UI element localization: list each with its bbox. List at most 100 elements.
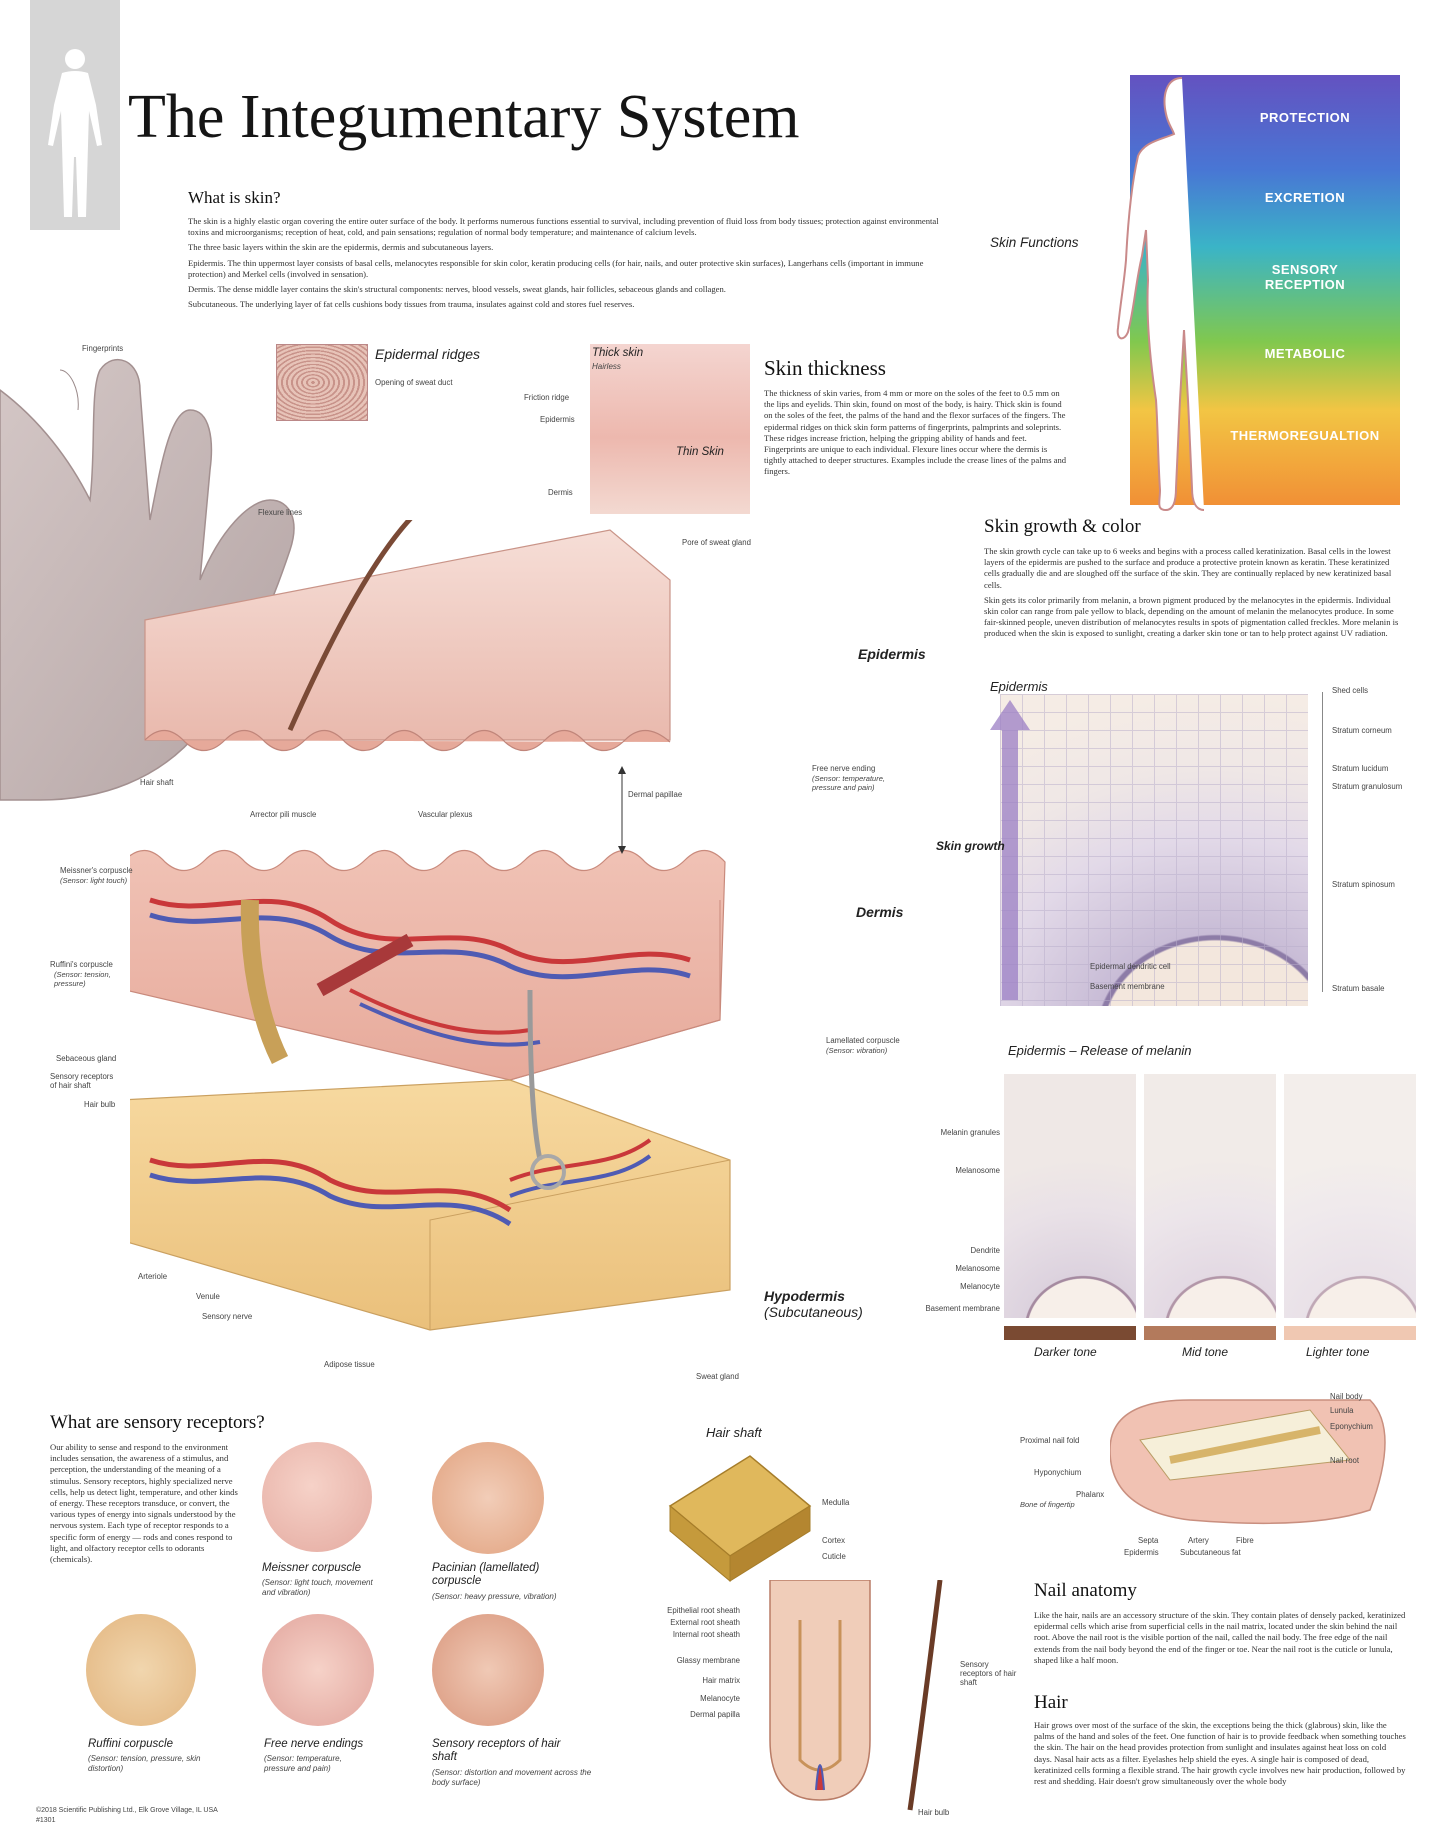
label-basement-membrane-detail: Basement membrane <box>1090 982 1165 991</box>
label-thickness-epidermis: Epidermis <box>540 415 575 424</box>
label-cuticle: Cuticle <box>822 1552 846 1561</box>
nail-right-labels: Nail body Lunula Eponychium Nail root <box>1330 1392 1420 1472</box>
label-ruffini: Ruffini's corpuscle <box>50 960 113 969</box>
footer-copyright: ©2018 Scientific Publishing Ltd., Elk Gr… <box>36 1807 218 1814</box>
melanin-panel-light <box>1284 1074 1416 1318</box>
melanin-panel-mid <box>1144 1074 1276 1318</box>
human-figure-icon <box>48 49 102 217</box>
label-venule: Venule <box>196 1292 220 1301</box>
nail-label-fibre: Fibre <box>1236 1536 1254 1545</box>
nail-anatomy-text: Like the hair, nails are an accessory st… <box>1034 1610 1406 1665</box>
label-dermis-main: Dermis <box>856 904 904 920</box>
what-is-skin-p3: Epidermis. The thin uppermost layer cons… <box>188 257 924 279</box>
hair-text: Hair grows over most of the surface of t… <box>1034 1720 1406 1787</box>
receptor-name-meissner: Meissner corpuscle <box>262 1562 362 1574</box>
what-is-skin-p2: The three basic layers within the skin a… <box>188 242 494 253</box>
root-label-papilla: Dermal papilla <box>690 1710 740 1719</box>
receptor-sub-ruffini: (Sensor: tension, pressure, skin distort… <box>88 1754 201 1773</box>
what-is-skin-text: The skin is a highly elastic organ cover… <box>188 216 948 314</box>
label-fingerprints: Fingerprints <box>82 344 124 353</box>
footer-code: #1301 <box>36 1817 56 1824</box>
label-epidermis-main: Epidermis <box>858 646 926 662</box>
nail-label-phalanx: Phalanx <box>1076 1490 1105 1499</box>
what-is-skin-p4: Dermis. The dense middle layer contains … <box>188 284 726 295</box>
receptor-name-ruffini: Ruffini corpuscle <box>88 1738 174 1750</box>
hair-shaft-title: Hair shaft <box>706 1425 762 1440</box>
skin-thickness-text: The thickness of skin varies, from 4 mm … <box>764 388 1067 477</box>
nail-label-epidermis: Epidermis <box>1124 1548 1159 1557</box>
hair-shaft-illustration <box>668 1455 812 1583</box>
what-is-skin-p1: The skin is a highly elastic organ cover… <box>188 216 939 238</box>
tone-darker: Darker tone <box>1034 1345 1097 1359</box>
thickness-panel <box>590 344 750 514</box>
label-hair-bulb-root: Hair bulb <box>918 1808 950 1817</box>
layer-stratum-lucidum: Stratum lucidum <box>1332 764 1389 773</box>
epidermis-cell-grid <box>1000 694 1308 1006</box>
receptor-circle-ruffini <box>86 1614 196 1726</box>
skin-cross-section <box>130 520 731 1331</box>
label-sweat-gland: Sweat gland <box>696 1372 739 1381</box>
nail-bottom-labels: Septa Artery Fibre Epidermis Subcutaneou… <box>1124 1536 1324 1566</box>
label-hair-bulb: Hair bulb <box>84 1100 116 1109</box>
label-cortex: Cortex <box>822 1536 845 1545</box>
growth-color-p1: The skin growth cycle can take up to 6 w… <box>984 546 1392 590</box>
root-label-internal: Internal root sheath <box>672 1630 740 1639</box>
label-meissner-sub: (Sensor: light touch) <box>60 876 128 885</box>
label-pore-sweat-gland: Pore of sweat gland <box>682 538 751 547</box>
receptor-circle-hair <box>432 1614 544 1726</box>
label-free-nerve: Free nerve ending <box>812 764 876 773</box>
label-adipose: Adipose tissue <box>324 1360 375 1369</box>
layer-shed-cells: Shed cells <box>1332 686 1368 695</box>
tone-swatch-mid <box>1144 1326 1276 1340</box>
receptor-circle-free-nerve <box>262 1614 374 1726</box>
epidermis-detail-title: Epidermis <box>990 679 1048 694</box>
label-vascular: Vascular plexus <box>418 810 473 819</box>
label-sweat-duct: Opening of sweat duct <box>375 378 453 387</box>
skin-growth-label: Skin growth <box>936 839 1005 853</box>
skin-thickness-heading: Skin thickness <box>764 356 886 380</box>
label-lamellated-sub: (Sensor: vibration) <box>826 1046 888 1055</box>
receptor-sub-free-nerve: (Sensor: temperature, pressure and pain) <box>264 1754 342 1773</box>
root-label-matrix: Hair matrix <box>702 1676 740 1685</box>
receptor-sub-meissner: (Sensor: light touch, movement and vibra… <box>262 1578 373 1597</box>
label-thickness-dermis: Dermis <box>548 488 573 497</box>
tone-lighter: Lighter tone <box>1306 1345 1370 1359</box>
tone-swatch-light <box>1284 1326 1416 1340</box>
nail-label-root: Nail root <box>1330 1456 1360 1465</box>
label-sensory-nerve: Sensory nerve <box>202 1312 253 1321</box>
growth-color-text: The skin growth cycle can take up to 6 w… <box>984 546 1404 644</box>
layer-stratum-granulosum: Stratum granulosum <box>1332 782 1403 791</box>
melanin-labels: Melanin granules Melanosome Dendrite Mel… <box>900 1128 1000 1318</box>
label-medulla: Medulla <box>822 1498 850 1507</box>
skin-functions-label: Skin Functions <box>990 235 1079 250</box>
melanin-panel-dark <box>1004 1074 1136 1318</box>
hair-root-illustration <box>769 1580 943 1811</box>
epidermal-ridges-title: Epidermal ridges <box>375 346 481 362</box>
band-sensory: SENSORY RECEPTION <box>1264 262 1346 292</box>
mel-label-melanocyte: Melanocyte <box>960 1282 1000 1291</box>
nail-label-proximal: Proximal nail fold <box>1020 1436 1080 1445</box>
label-sensory-hair-shaft: Sensory receptors of hair shaft <box>960 1660 1017 1687</box>
mel-label-melanosome-2: Melanosome <box>955 1264 1000 1273</box>
root-label-external: External root sheath <box>670 1618 740 1627</box>
label-lamellated: Lamellated corpuscle <box>826 1036 900 1045</box>
thin-skin-label: Thin Skin <box>676 446 724 458</box>
mel-label-granules: Melanin granules <box>940 1128 1000 1137</box>
layer-stratum-basale: Stratum basale <box>1332 984 1385 993</box>
layer-stratum-corneum: Stratum corneum <box>1332 726 1392 735</box>
page-title: The Integumentary System <box>128 83 800 151</box>
label-arteriole: Arteriole <box>138 1272 168 1281</box>
root-label-melanocyte: Melanocyte <box>700 1694 740 1703</box>
receptor-circle-pacinian <box>432 1442 544 1554</box>
root-label-glassy: Glassy membrane <box>676 1656 740 1665</box>
hair-heading: Hair <box>1034 1692 1068 1713</box>
label-sebaceous: Sebaceous gland <box>56 1054 117 1063</box>
band-protection: PROTECTION <box>1259 110 1351 125</box>
label-ruffini-sub: (Sensor: tension, pressure) <box>54 970 111 988</box>
layer-bracket <box>1322 692 1329 992</box>
receptor-sub-hair: (Sensor: distortion and movement across … <box>432 1768 592 1787</box>
hair-root-labels: Epithelial root sheath External root she… <box>620 1606 740 1756</box>
what-is-skin-heading: What is skin? <box>188 188 281 207</box>
growth-color-p2: Skin gets its color primarily from melan… <box>984 594 1399 639</box>
root-label-epithelial: Epithelial root sheath <box>667 1606 740 1615</box>
